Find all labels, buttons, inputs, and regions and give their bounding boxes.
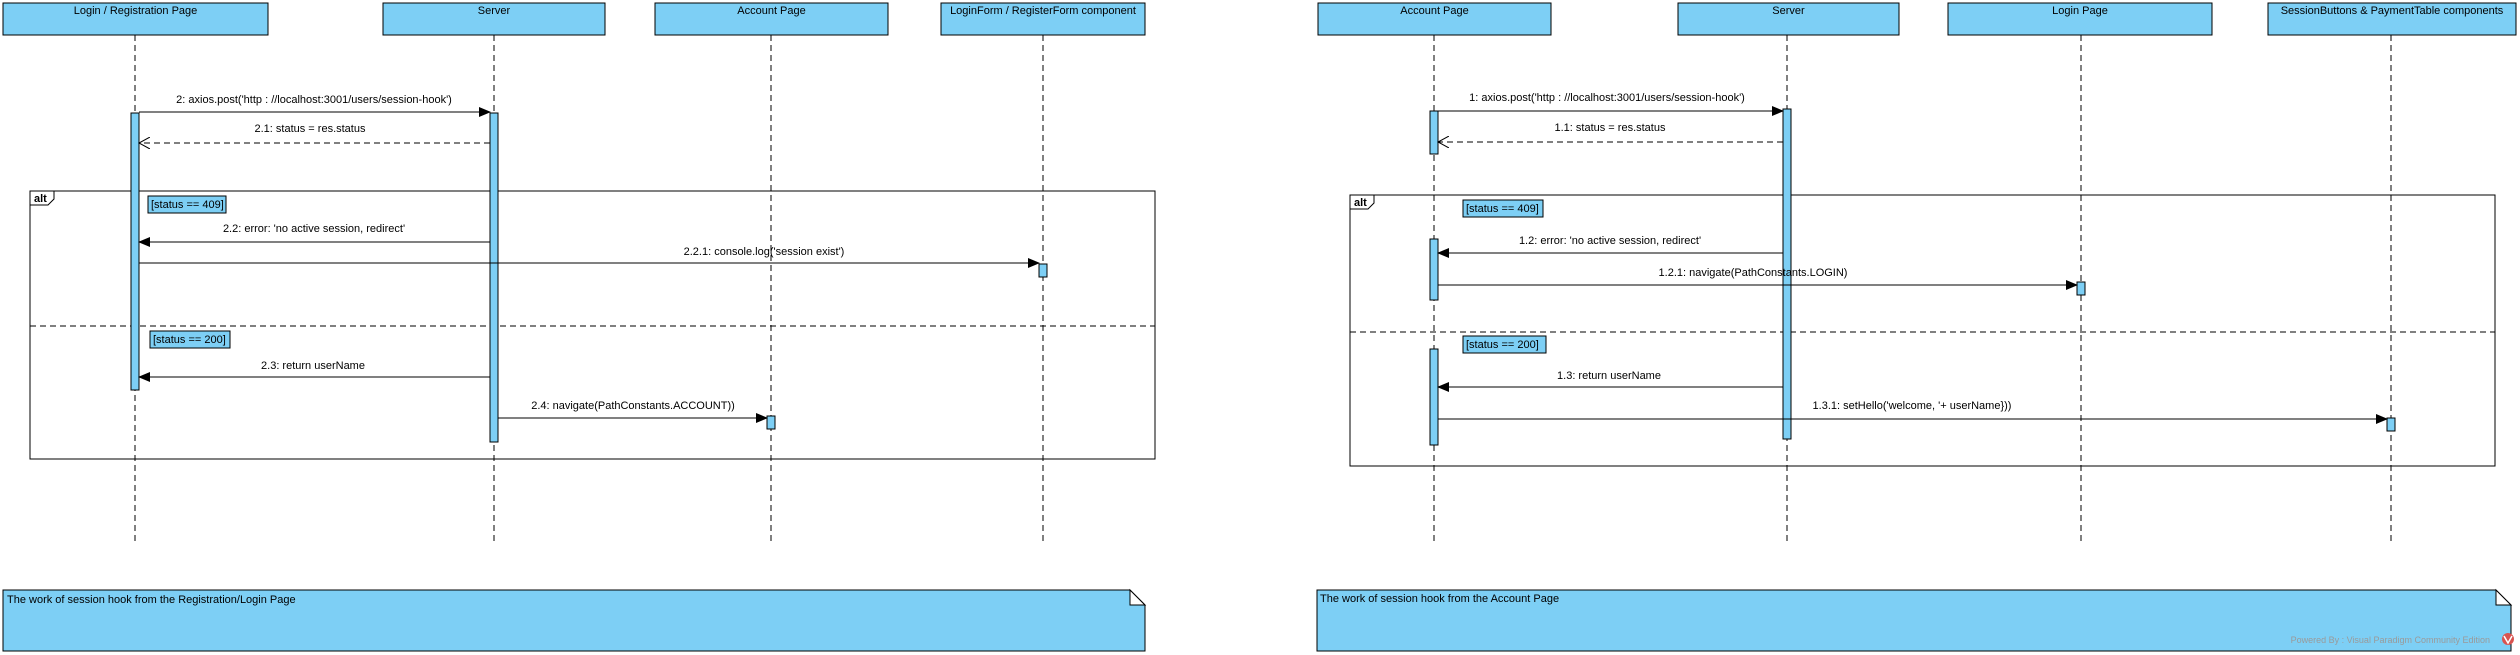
message-2-2-error[interactable]: 2.2: error: 'no active session, redirect…: [138, 223, 490, 247]
message-1-3-1-sethello[interactable]: 1.3.1: setHello('welcome, '+ userName})): [1438, 400, 2388, 424]
activation-bar: [489, 112, 499, 443]
svg-text:alt: alt: [1354, 197, 1367, 209]
svg-text:Login Page: Login Page: [2052, 5, 2108, 17]
message-1-2-1-navigate-login[interactable]: 1.2.1: navigate(PathConstants.LOGIN): [1438, 267, 2078, 290]
guard-status-200: [status == 200]: [149, 330, 231, 349]
activation-bar: [1429, 238, 1439, 301]
lifeline-login-registration-page[interactable]: Login / Registration Page: [2, 2, 269, 36]
message-1-3-return-username[interactable]: 1.3: return userName: [1437, 370, 1783, 392]
svg-text:Server: Server: [1772, 5, 1805, 17]
message-1-2-error[interactable]: 1.2: error: 'no active session, redirect…: [1437, 235, 1783, 258]
svg-text:1.2: error: 'no active session: 1.2: error: 'no active session, redirect…: [1519, 235, 1701, 247]
svg-text:2.1: status = res.status: 2.1: status = res.status: [255, 123, 366, 135]
lifeline-account-page[interactable]: Account Page: [1317, 2, 1552, 36]
svg-text:2: axios.post('http : //localh: 2: axios.post('http : //localhost:3001/u…: [176, 94, 452, 106]
lifeline-sessionbuttons-paymenttable-components[interactable]: SessionButtons & PaymentTable components: [2267, 2, 2517, 36]
alt-fragment[interactable]: alt: [1349, 194, 2496, 467]
svg-text:[status == 200]: [status == 200]: [1466, 339, 1539, 351]
svg-text:1.3.1: setHello('welcome, '+ u: 1.3.1: setHello('welcome, '+ userName})): [1813, 400, 2012, 412]
svg-text:[status == 409]: [status == 409]: [1466, 203, 1539, 215]
svg-text:alt: alt: [34, 193, 47, 205]
svg-text:1.3: return userName: 1.3: return userName: [1557, 370, 1661, 382]
guard-status-409: [status == 409]: [147, 195, 227, 214]
message-2-axios-post[interactable]: 2: axios.post('http : //localhost:3001/u…: [139, 94, 491, 117]
lifeline-server[interactable]: Server: [382, 2, 606, 36]
guard-status-409: [status == 409]: [1462, 199, 1544, 218]
svg-text:LoginForm / RegisterForm compo: LoginForm / RegisterForm component: [950, 5, 1136, 17]
activation-bar: [766, 415, 776, 430]
lifeline-loginform-registerform-component[interactable]: LoginForm / RegisterForm component: [940, 2, 1146, 36]
message-2-3-return-username[interactable]: 2.3: return userName: [138, 360, 490, 382]
message-2-1-status[interactable]: 2.1: status = res.status: [139, 123, 490, 143]
svg-text:Account Page: Account Page: [737, 5, 806, 17]
message-1-axios-post[interactable]: 1: axios.post('http : //localhost:3001/u…: [1438, 92, 1784, 116]
note-account-page[interactable]: The work of session hook from the Accoun…: [1316, 588, 2513, 652]
activation-bar: [2386, 417, 2396, 432]
svg-text:Server: Server: [478, 5, 511, 17]
lifeline-login-page[interactable]: Login Page: [1947, 2, 2213, 36]
svg-text:Login / Registration Page: Login / Registration Page: [74, 5, 198, 17]
powered-by-watermark: Powered By : Visual Paradigm Community E…: [2291, 635, 2490, 645]
svg-text:2.4: navigate(PathConstants.AC: 2.4: navigate(PathConstants.ACCOUNT)): [531, 400, 735, 412]
activation-bar: [1429, 110, 1439, 155]
activation-bar: [2076, 281, 2086, 296]
svg-text:2.3: return userName: 2.3: return userName: [261, 360, 365, 372]
note-registration-login[interactable]: The work of session hook from the Regist…: [2, 588, 1147, 652]
svg-text:Account Page: Account Page: [1400, 5, 1469, 17]
lifeline-account-page[interactable]: Account Page: [654, 2, 889, 36]
lifeline-server[interactable]: Server: [1677, 2, 1900, 36]
svg-text:The work of session hook from: The work of session hook from the Accoun…: [1320, 593, 1559, 605]
message-1-1-status[interactable]: 1.1: status = res.status: [1438, 122, 1783, 142]
alt-fragment[interactable]: alt: [29, 190, 1156, 460]
guard-status-200: [status == 200]: [1462, 335, 1547, 354]
activation-bar: [1782, 108, 1792, 440]
svg-text:[status == 409]: [status == 409]: [151, 199, 224, 211]
message-2-4-navigate-account[interactable]: 2.4: navigate(PathConstants.ACCOUNT)): [498, 400, 768, 423]
svg-text:2.2: error: 'no active session: 2.2: error: 'no active session, redirect…: [223, 223, 405, 235]
svg-text:[status == 200]: [status == 200]: [153, 334, 226, 346]
svg-text:1.2.1: navigate(PathConstants.: 1.2.1: navigate(PathConstants.LOGIN): [1659, 267, 1848, 279]
activation-bar: [130, 112, 140, 391]
svg-text:The work of session hook from: The work of session hook from the Regist…: [7, 594, 296, 606]
svg-text:1: axios.post('http : //localh: 1: axios.post('http : //localhost:3001/u…: [1469, 92, 1745, 104]
svg-text:1.1: status = res.status: 1.1: status = res.status: [1555, 122, 1666, 134]
visual-paradigm-logo-icon: [2502, 633, 2514, 645]
diagram-account-page: Account Page Server Login Page SessionBu…: [1316, 2, 2517, 652]
message-2-2-1-console-log[interactable]: 2.2.1: console.log('session exist'): [139, 246, 1040, 268]
activation-bar: [1429, 348, 1439, 446]
svg-text:SessionButtons & PaymentTable: SessionButtons & PaymentTable components: [2281, 5, 2504, 17]
activation-bar: [1038, 263, 1048, 278]
diagram-registration-login: Login / Registration Page Server Account…: [2, 2, 1156, 652]
svg-text:2.2.1: console.log('session ex: 2.2.1: console.log('session exist'): [684, 246, 845, 258]
